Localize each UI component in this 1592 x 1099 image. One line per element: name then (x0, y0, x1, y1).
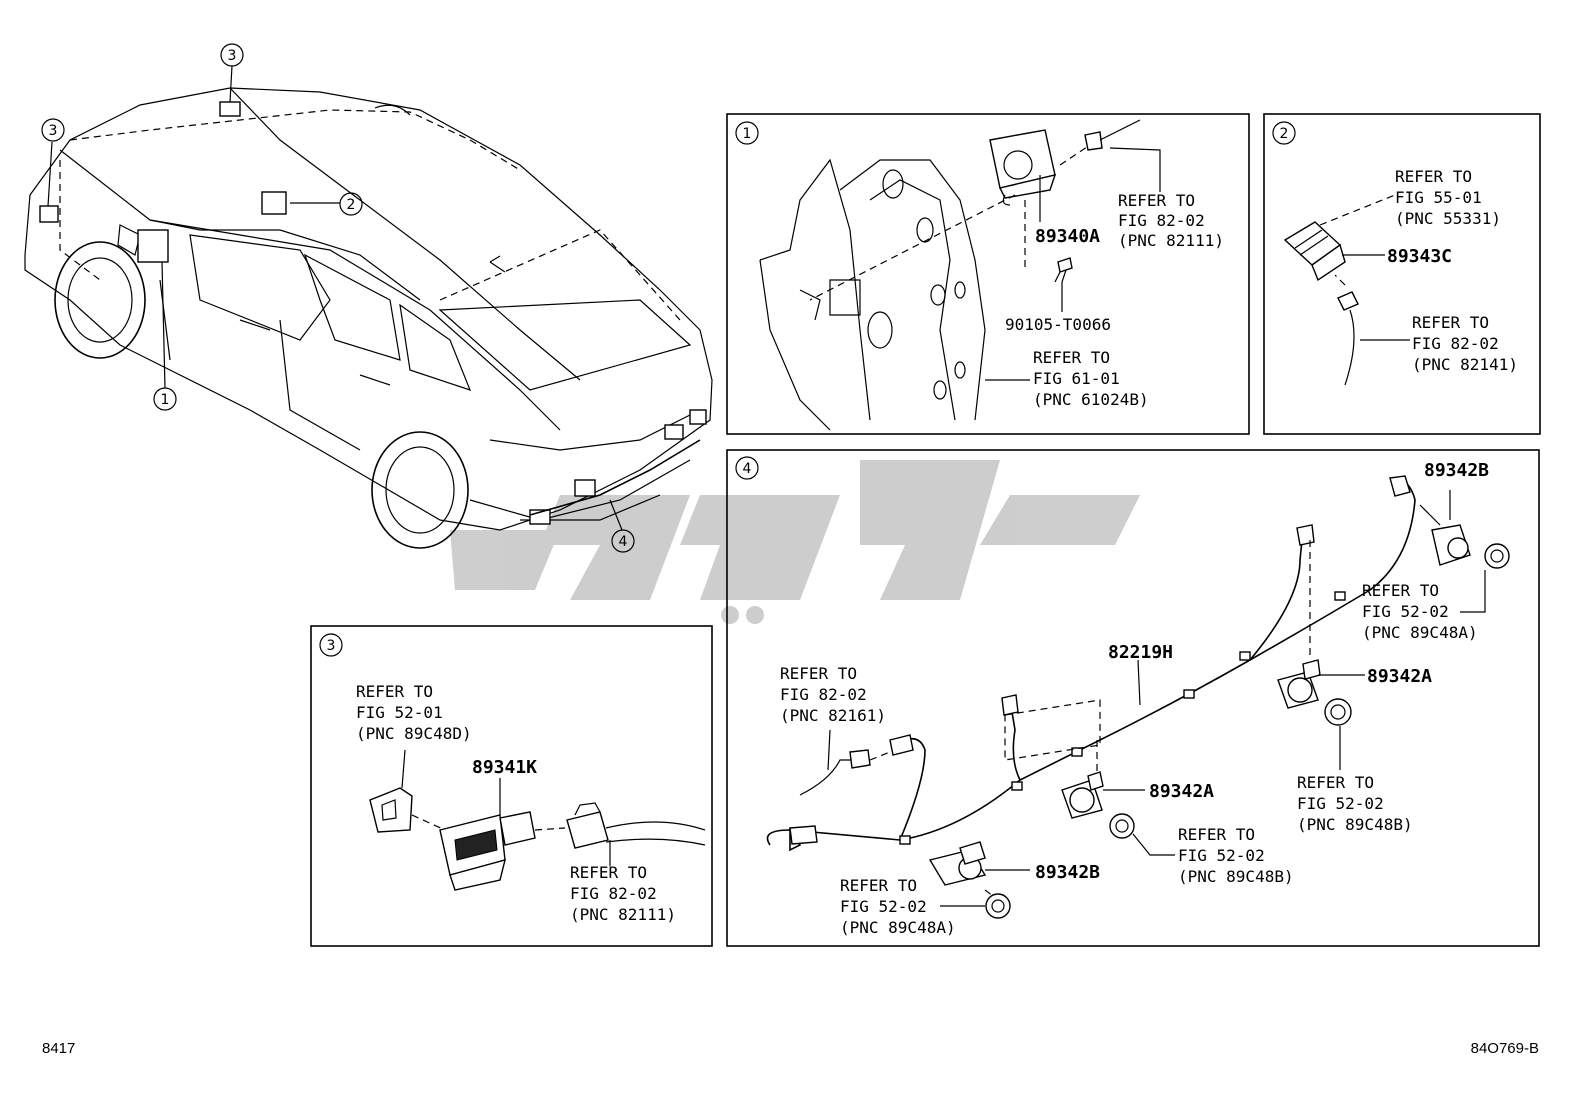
sensor-89341K (439, 811, 536, 891)
label-panel4-ref-48A-top-0: REFER TO (1362, 581, 1439, 600)
sensor-3-front (39, 205, 59, 223)
label-panel1-ref-b-1: FIG 61-01 (1033, 369, 1120, 388)
label-panel2-ref-a-1: FIG 55-01 (1395, 188, 1482, 207)
bezel-89C48B-mid (1109, 813, 1135, 839)
label-panel2-ref-b-2: (PNC 82141) (1412, 355, 1518, 374)
sensor-4-b (689, 409, 707, 425)
panel-1: 1 89340A (726, 113, 1250, 435)
label-panel4-ref-48A-bottom-1: FIG 52-02 (840, 897, 927, 916)
label-panel3-ref-a-0: REFER TO (356, 682, 433, 701)
label-panel4-ref-48A-bottom-2: (PNC 89C48A) (840, 918, 956, 937)
label-panel2-ref-a-0: REFER TO (1395, 167, 1472, 186)
label-panel4-ref-48A-top-1: FIG 52-02 (1362, 602, 1449, 621)
label-callouts-two: 2 (347, 197, 356, 213)
label-panel4-ref-82161-0: REFER TO (780, 664, 857, 683)
sensor-4-c (574, 479, 596, 497)
label-panel4-ref-48B-right-1: FIG 52-02 (1297, 794, 1384, 813)
callout-2-car: 2 (339, 192, 363, 216)
label-panel1-ref-a-2: (PNC 82111) (1118, 231, 1224, 250)
sensor-89342B-top (1431, 524, 1471, 566)
callout-4-car: 4 (611, 529, 635, 553)
label-panel4-part-89342B-bottom: 89342B (1035, 862, 1100, 883)
label-panel3-ref-b-1: FIG 82-02 (570, 884, 657, 903)
vehicle-overview (24, 65, 713, 549)
label-panel4-ref-82161-1: FIG 82-02 (780, 685, 867, 704)
sensor-89342B-bottom (928, 841, 987, 886)
sensor-89342A-mid (1061, 771, 1104, 819)
footer-right-code: 84O769-B (1471, 1040, 1539, 1057)
sensor-4-a (664, 424, 684, 440)
label-callouts-one: 1 (743, 126, 752, 142)
label-panel2-ref-b-0: REFER TO (1412, 313, 1489, 332)
sensor-89342A-right (1277, 659, 1321, 709)
label-callouts-one: 1 (161, 392, 170, 408)
bolt-90105 (1054, 257, 1073, 283)
label-callouts-three: 3 (49, 123, 58, 139)
label-panel4-part-89342B-top: 89342B (1424, 460, 1489, 481)
callout-3-front: 3 (41, 118, 65, 142)
panel-4: 4 82219H REFER TO (726, 449, 1540, 947)
label-panel3-ref-b-2: (PNC 82111) (570, 905, 676, 924)
label-panel4-ref-48B-mid-0: REFER TO (1178, 825, 1255, 844)
callout-3-roof: 3 (220, 43, 244, 67)
label-panel4-ref-48B-right-0: REFER TO (1297, 773, 1374, 792)
label-panel2-ref-a-2: (PNC 55331) (1395, 209, 1501, 228)
label-callouts-four: 4 (619, 534, 628, 550)
label-callouts-two: 2 (1280, 126, 1289, 142)
callout-1-car: 1 (153, 387, 177, 411)
panel-2: 2 89343C REFER TO FIG 55-01 (PNC 55331) … (1263, 113, 1541, 435)
bezel-89C48A-bottom (985, 893, 1011, 919)
label-panel4-part-82219H: 82219H (1108, 642, 1173, 663)
rear-harness-on-car (529, 439, 701, 516)
label-panel1-ref-a-0: REFER TO (1118, 191, 1195, 210)
label-callouts-three: 3 (228, 48, 237, 64)
watermark-logo (450, 460, 1140, 624)
label-callouts-three: 3 (327, 638, 336, 654)
panel-3: 3 REFER TO FIG 52-01 (PNC 89C48D) 89341K… (310, 625, 713, 947)
label-panel4-part-89342A-mid: 89342A (1149, 781, 1214, 802)
label-panel3-ref-a-2: (PNC 89C48D) (356, 724, 472, 743)
module-1-on-car (137, 229, 169, 263)
bezel-89C48A-top (1484, 543, 1510, 569)
module-89340A (989, 129, 1057, 206)
sensor-3-roof (219, 101, 241, 117)
front-wheel (54, 241, 146, 359)
label-panel1-part-89340A: 89340A (1035, 226, 1100, 247)
connector-82111 (566, 802, 609, 849)
label-panel4-part-89342A-right: 89342A (1367, 666, 1432, 687)
module-89343C (1283, 221, 1346, 282)
label-panel3-ref-a-1: FIG 52-01 (356, 703, 443, 722)
label-panel2-ref-b-1: FIG 82-02 (1412, 334, 1499, 353)
label-callouts-four: 4 (743, 461, 752, 477)
bezel-89C48B-right (1324, 698, 1352, 726)
label-panel4-ref-48B-right-2: (PNC 89C48B) (1297, 815, 1413, 834)
label-panel1-part-90105: 90105-T0066 (1005, 315, 1111, 334)
label-panel3-part-89341K: 89341K (472, 757, 537, 778)
bracket-89C48D (369, 787, 413, 833)
label-panel1-ref-a-1: FIG 82-02 (1118, 211, 1205, 230)
module-2-on-car (261, 191, 287, 215)
rear-wheel (371, 431, 469, 549)
label-panel4-ref-48B-mid-2: (PNC 89C48B) (1178, 867, 1294, 886)
label-panel4-ref-48A-top-2: (PNC 89C48A) (1362, 623, 1478, 642)
footer-left-code: 8417 (42, 1040, 75, 1057)
label-panel3-ref-b-0: REFER TO (570, 863, 647, 882)
label-panel2-part-89343C: 89343C (1387, 246, 1452, 267)
label-panel1-ref-b-2: (PNC 61024B) (1033, 390, 1149, 409)
label-panel4-ref-48B-mid-1: FIG 52-02 (1178, 846, 1265, 865)
label-panel4-ref-82161-2: (PNC 82161) (780, 706, 886, 725)
label-panel1-ref-b-0: REFER TO (1033, 348, 1110, 367)
label-panel4-ref-48A-bottom-0: REFER TO (840, 876, 917, 895)
